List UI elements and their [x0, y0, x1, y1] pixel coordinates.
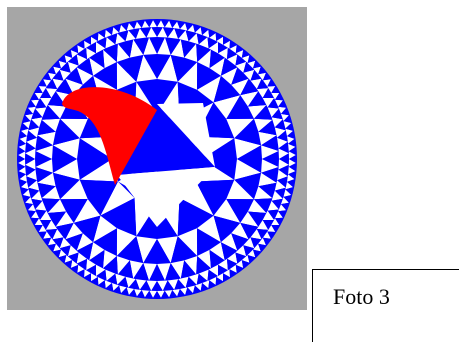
caption-text: Foto 3	[333, 284, 390, 310]
hyperbolic-tessellation-image	[7, 7, 307, 310]
caption-box: Foto 3	[312, 269, 459, 342]
tessellation-figure	[7, 7, 307, 310]
